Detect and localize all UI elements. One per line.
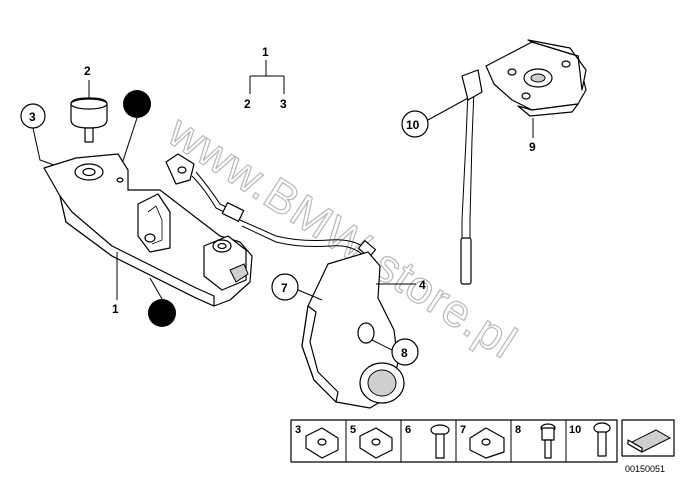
legend-num-7: 7 bbox=[460, 424, 466, 436]
callout-3-label: 3 bbox=[29, 110, 36, 124]
legend-num-5: 5 bbox=[350, 424, 356, 436]
marker-dot-top bbox=[123, 90, 151, 118]
part-9-lock: 9 bbox=[485, 39, 587, 154]
tree-root-label: 1 bbox=[262, 45, 269, 59]
marker-dot-bottom bbox=[148, 299, 176, 327]
callout-4-label: 4 bbox=[419, 278, 426, 292]
part-1-bracket: 1 bbox=[43, 153, 253, 316]
callout-8-label: 8 bbox=[401, 346, 408, 360]
legend-strip: 3 5 6 7 8 10 bbox=[290, 419, 675, 463]
tree-left-label: 2 bbox=[244, 97, 251, 111]
cable-assembly bbox=[165, 153, 377, 258]
part-10-cable: 10 bbox=[401, 69, 483, 285]
diagram-ref-number: 00150051 bbox=[625, 464, 665, 474]
legend-num-10: 10 bbox=[569, 424, 581, 436]
legend-num-6: 6 bbox=[405, 424, 411, 436]
callout-7-label: 7 bbox=[281, 281, 288, 295]
callout-3: 3 bbox=[20, 103, 63, 169]
callout-10-label: 10 bbox=[406, 118, 420, 132]
callout-1-label: 1 bbox=[112, 302, 119, 316]
legend-num-8: 8 bbox=[515, 424, 521, 436]
tree-right-label: 3 bbox=[280, 97, 287, 111]
part-2-stopper: 2 bbox=[70, 64, 108, 143]
legend-num-3: 3 bbox=[295, 424, 301, 436]
callout-2-label: 2 bbox=[84, 64, 91, 78]
callout-9-label: 9 bbox=[529, 140, 536, 154]
part-7-housing: 7 4 8 bbox=[271, 251, 426, 409]
parts-tree: 1 2 3 bbox=[244, 45, 287, 111]
